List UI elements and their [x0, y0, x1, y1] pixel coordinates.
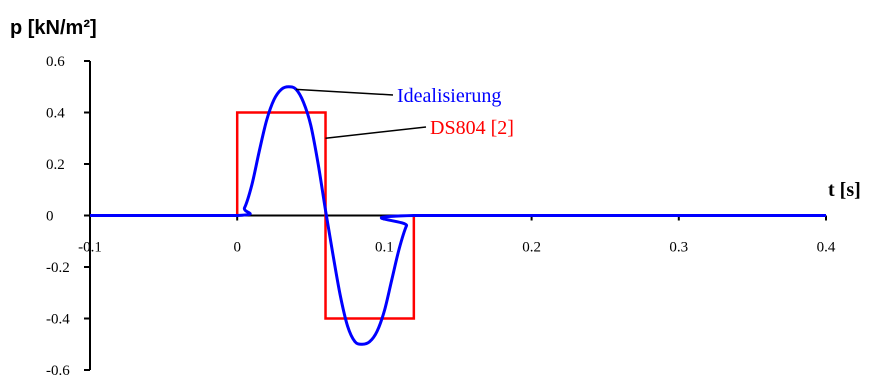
x-tick-label: 0.4 — [817, 240, 836, 256]
y-tick-label: -0.4 — [46, 312, 70, 328]
y-tick-label: 0 — [46, 209, 54, 225]
annotation-label: Idealisierung — [397, 85, 501, 107]
x-tick-label: 0.3 — [669, 240, 688, 256]
y-axis-title: p [kN/m²] — [10, 17, 97, 39]
y-tick-label: 0.4 — [46, 106, 65, 122]
annotation-label: DS804 [2] — [430, 117, 514, 139]
x-tick-label: 0.2 — [522, 240, 541, 256]
x-tick-label: -0.1 — [78, 240, 102, 256]
annotation-leader-line — [296, 88, 394, 96]
y-tick-label: -0.6 — [46, 363, 70, 379]
y-tick-label: 0.6 — [46, 54, 65, 70]
series-line-idealisierung — [90, 85, 826, 346]
y-tick-label: 0.2 — [46, 157, 65, 173]
annotation-leader-line — [325, 126, 427, 139]
x-tick-label: 0 — [233, 240, 241, 256]
x-tick-label: 0.1 — [375, 240, 394, 256]
series-group — [90, 85, 826, 346]
y-tick-label: -0.2 — [46, 260, 70, 276]
x-axis-title: t [s] — [828, 179, 861, 201]
